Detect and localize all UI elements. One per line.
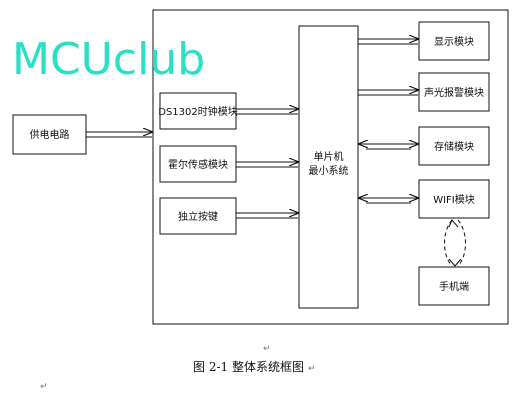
wifi-module-block: WIFI模块 (418, 179, 490, 219)
mcu-label-line2: 最小系统 (309, 164, 349, 177)
clock-module-label: DS1302时钟模块 (158, 105, 238, 118)
storage-module-block: 存储模块 (418, 126, 490, 166)
paragraph-mark-caption: ↵ (308, 364, 316, 374)
arrow-hall-to-mcu (236, 162, 298, 168)
arrow-clock-to-mcu (236, 109, 298, 115)
alarm-module-label: 声光报警模块 (424, 86, 484, 99)
hall-sensor-block: 霍尔传感模块 (159, 145, 237, 183)
independent-keys-label: 独立按键 (178, 210, 218, 223)
display-module-label: 显示模块 (434, 36, 474, 48)
arrow-power-to-system (86, 132, 152, 138)
power-circuit-label: 供电电路 (30, 128, 70, 141)
power-circuit-block: 供电电路 (12, 114, 87, 155)
wireless-link-wifi-phone (444, 219, 466, 267)
arrow-mcu-to-alarm (358, 90, 418, 96)
arrow-mcu-storage-bidirectional (359, 144, 418, 150)
arrow-mcu-to-display (358, 39, 418, 45)
watermark-logo: MCUclub (12, 34, 205, 85)
system-frame (152, 9, 509, 325)
phone-block: 手机端 (418, 266, 490, 306)
wifi-module-label: WIFI模块 (433, 194, 475, 206)
hall-sensor-label: 霍尔传感模块 (168, 158, 228, 171)
figure-caption: 图 2-1 整体系统框图 (193, 359, 304, 374)
clock-module-block: DS1302时钟模块 (158, 92, 238, 130)
phone-label: 手机端 (439, 280, 469, 293)
alarm-module-block: 声光报警模块 (418, 72, 490, 112)
mcu-label-line1: 单片机 (314, 150, 344, 163)
arrow-mcu-wifi-bidirectional (359, 198, 418, 204)
display-module-block: 显示模块 (418, 21, 490, 61)
paragraph-mark-2: ↵ (40, 382, 48, 392)
independent-keys-block: 独立按键 (159, 197, 237, 235)
storage-module-label: 存储模块 (434, 140, 474, 153)
mcu-block: 单片机 最小系统 (298, 25, 359, 309)
paragraph-mark-1: ↵ (263, 344, 271, 354)
arrow-keys-to-mcu (236, 213, 298, 219)
